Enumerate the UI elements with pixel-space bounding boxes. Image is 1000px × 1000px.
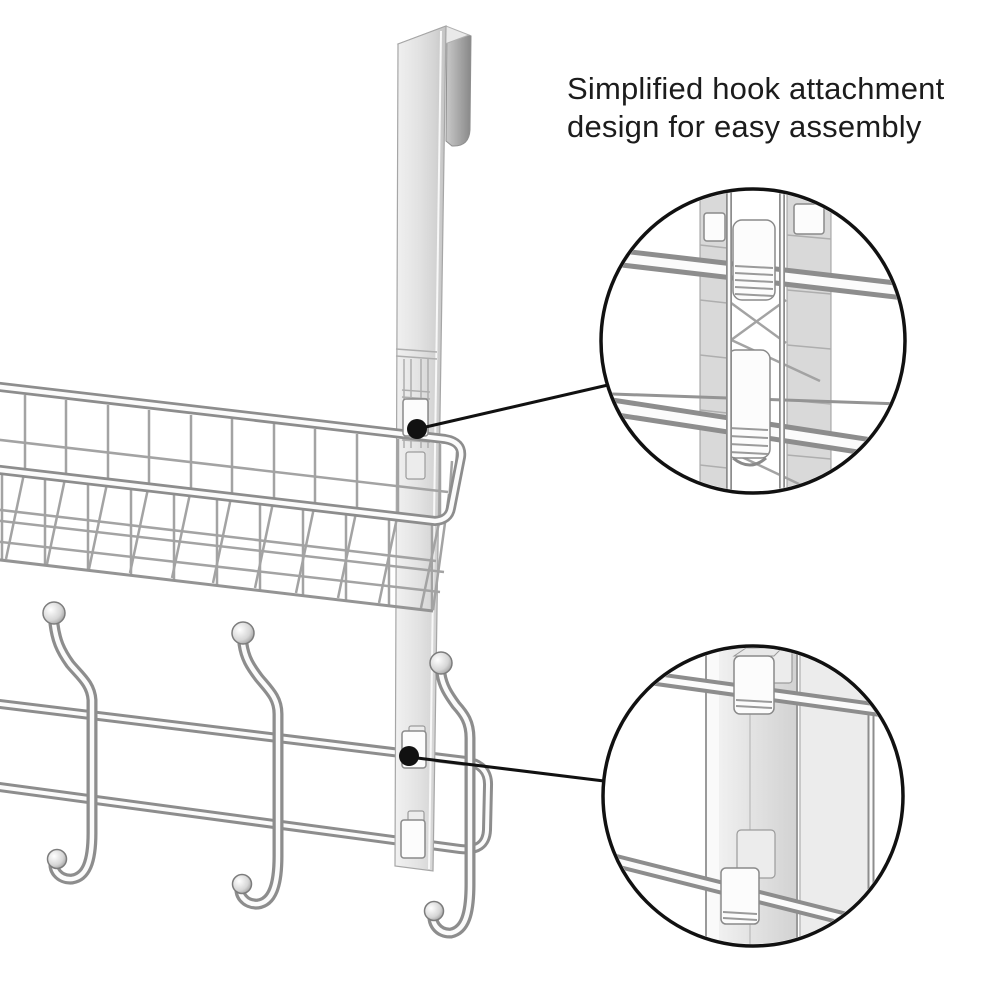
bracket-back-flap — [445, 26, 472, 147]
wire-basket — [0, 386, 461, 613]
leader-line-upper — [416, 383, 609, 431]
stamped-tab — [405, 451, 426, 480]
magnified-rail-clip-top — [732, 648, 784, 715]
bracket-edge-highlight — [428, 30, 442, 870]
hook-ball — [231, 873, 253, 895]
callout-upper — [407, 187, 907, 495]
hook-1 — [42, 601, 92, 879]
callout-marker-lower — [399, 746, 419, 766]
lower-rail-clip — [400, 819, 426, 859]
detail-view-upper — [605, 191, 904, 491]
wall-hooks — [42, 601, 471, 933]
detail-circle-ring-upper — [599, 187, 907, 495]
hook-ball — [423, 900, 445, 922]
detail-view-lower — [604, 648, 902, 944]
hook-ball — [42, 601, 66, 625]
hook-ball — [46, 848, 68, 870]
hook-2 — [231, 621, 278, 904]
callout-lower — [399, 644, 905, 948]
hook-ball — [429, 651, 453, 675]
hook-3 — [423, 651, 471, 933]
annotation-caption: Simplified hook attachment design for ea… — [567, 70, 944, 146]
hook-ball — [231, 621, 255, 645]
detail-circle-ring-lower — [601, 644, 905, 948]
annotation-line-1: Simplified hook attachment — [567, 71, 945, 106]
magnified-rail-clip-bottom — [720, 829, 776, 925]
magnified-hook-clip-top — [732, 219, 776, 301]
callout-marker-upper — [407, 419, 427, 439]
leader-line-lower — [408, 755, 605, 783]
annotation-line-2: design for easy assembly — [567, 109, 922, 144]
magnified-hook-clip-bottom — [726, 349, 771, 467]
